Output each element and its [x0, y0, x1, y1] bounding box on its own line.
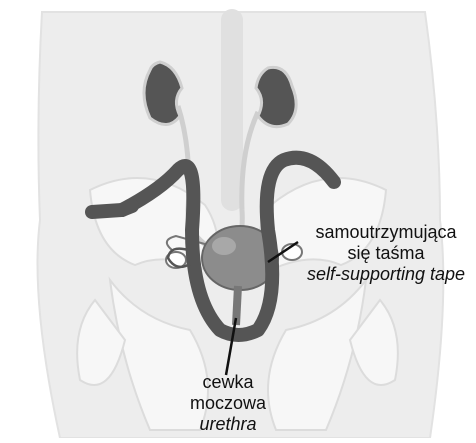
urethra-label-line2: moczowa [168, 393, 288, 414]
tape-label-line1: samoutrzymująca [288, 222, 476, 243]
tape-label: samoutrzymująca się taśma self-supportin… [288, 222, 476, 286]
urethra-label-english: urethra [168, 414, 288, 435]
urethra-label-line1: cewka [168, 372, 288, 393]
tape-label-english: self-supporting tape [288, 264, 476, 285]
bladder-highlight [212, 237, 236, 255]
urethra-label: cewka moczowa urethra [168, 372, 288, 436]
tape-left-arm [92, 206, 132, 212]
tape-label-line2: się taśma [288, 243, 476, 264]
